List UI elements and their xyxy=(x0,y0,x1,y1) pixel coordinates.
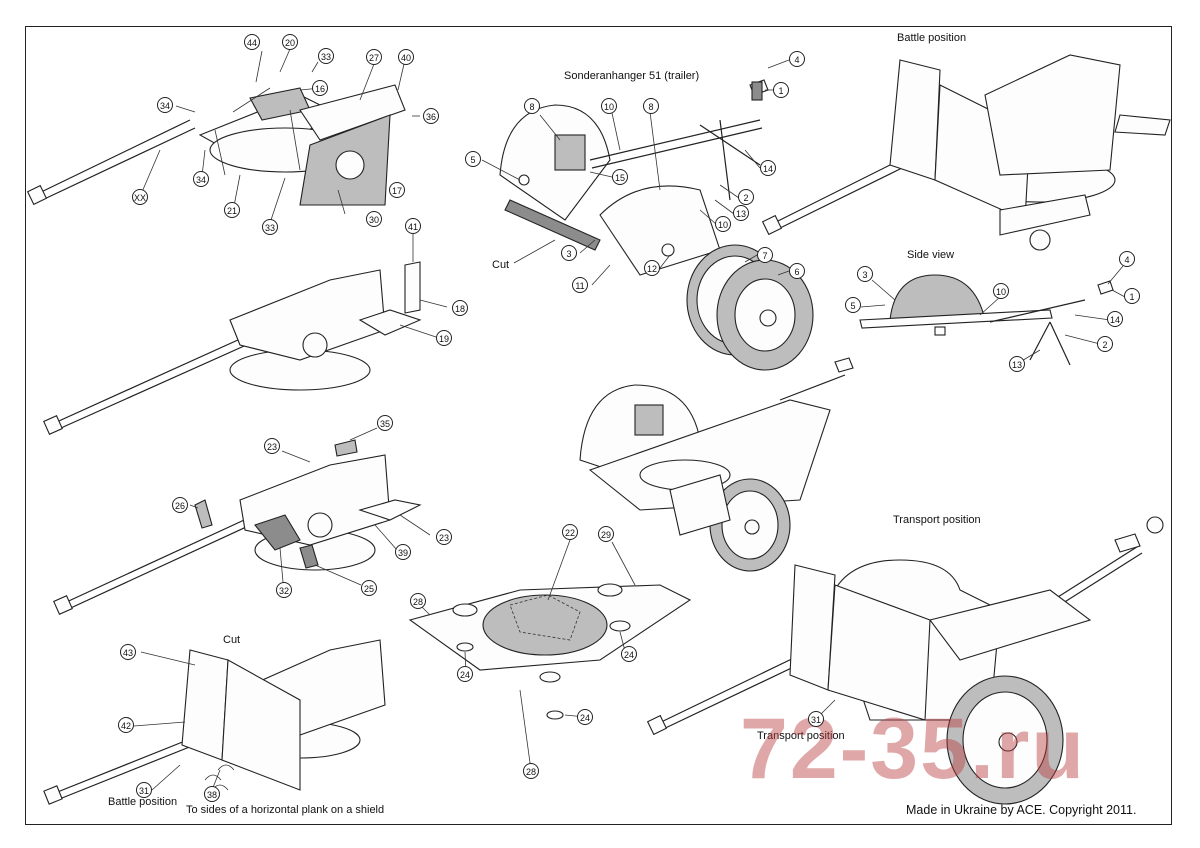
callout: 18 xyxy=(452,300,468,316)
gun-with-sight xyxy=(53,427,431,615)
gun-battle-shield xyxy=(43,639,386,805)
callout: 22 xyxy=(562,524,578,540)
callout: 33 xyxy=(262,219,278,235)
copyright-note: Made in Ukraine by ACE. Copyright 2011. xyxy=(906,803,1137,817)
gun-with-seat xyxy=(43,234,448,435)
callout: 28 xyxy=(410,593,426,609)
callout: 14 xyxy=(1107,311,1123,327)
callout: 7 xyxy=(757,247,773,263)
callout: 8 xyxy=(643,98,659,114)
callout: 26 xyxy=(172,497,188,513)
callout: 25 xyxy=(361,580,377,596)
callout: 42 xyxy=(118,717,134,733)
callout: 41 xyxy=(405,218,421,234)
callout: 1 xyxy=(1124,288,1140,304)
callout: 4 xyxy=(789,51,805,67)
callout: 30 xyxy=(366,211,382,227)
callout: 8 xyxy=(524,98,540,114)
callout: 15 xyxy=(612,169,628,185)
trailer-exploded xyxy=(481,59,814,371)
label-battle-position-bottom: Battle position xyxy=(108,796,178,808)
label-cut-trailer: Cut xyxy=(492,259,510,271)
label-side-view: Side view xyxy=(907,249,955,261)
callout: 13 xyxy=(733,205,749,221)
callout: XX xyxy=(132,189,148,205)
trailer-assembled xyxy=(579,357,854,572)
callout: 40 xyxy=(398,49,414,65)
battle-position-view xyxy=(761,54,1171,251)
base-platform xyxy=(408,539,692,771)
callout: 23 xyxy=(264,438,280,454)
callout: 28 xyxy=(523,763,539,779)
transport-position-view xyxy=(646,516,1164,805)
label-transport-position-small: Transport position xyxy=(757,730,845,742)
trailer-side-view xyxy=(859,265,1126,366)
callout: 34 xyxy=(157,97,173,113)
callout: 6 xyxy=(789,263,805,279)
callout: 43 xyxy=(120,644,136,660)
callout: 31 xyxy=(808,711,824,727)
callout: 32 xyxy=(276,582,292,598)
callout: 19 xyxy=(436,330,452,346)
callout: 2 xyxy=(1097,336,1113,352)
callout: 10 xyxy=(601,98,617,114)
callout: 24 xyxy=(621,646,637,662)
callout: 38 xyxy=(204,786,220,802)
callout: 4 xyxy=(1119,251,1135,267)
label-shield-note: To sides of a horizontal plank on a shie… xyxy=(186,804,385,816)
callout: 29 xyxy=(598,526,614,542)
callout: 21 xyxy=(224,202,240,218)
callout: 20 xyxy=(282,34,298,50)
callout: 31 xyxy=(136,782,152,798)
gun-cradle-exploded xyxy=(26,48,420,224)
callout: 3 xyxy=(561,245,577,261)
callout: 39 xyxy=(395,544,411,560)
callout: 10 xyxy=(993,283,1009,299)
callout: 2 xyxy=(738,189,754,205)
callout: 14 xyxy=(760,160,776,176)
label-battle-position-top: Battle position xyxy=(897,32,967,44)
callout: 24 xyxy=(457,666,473,682)
callout: 24 xyxy=(577,709,593,725)
callout: 36 xyxy=(423,108,439,124)
watermark-logo: 72-35.ru xyxy=(740,701,1086,797)
label-transport-position: Transport position xyxy=(893,514,981,526)
callout: 3 xyxy=(857,266,873,282)
callout: 1 xyxy=(773,82,789,98)
callout: 34 xyxy=(193,171,209,187)
callout: 5 xyxy=(465,151,481,167)
callout: 23 xyxy=(436,529,452,545)
callout: 44 xyxy=(244,34,260,50)
callout: 35 xyxy=(377,415,393,431)
callout: 12 xyxy=(644,260,660,276)
callout: 33 xyxy=(318,48,334,64)
label-cut-shield: Cut xyxy=(223,634,241,646)
callout: 17 xyxy=(389,182,405,198)
callout: 11 xyxy=(572,277,588,293)
callout: 16 xyxy=(312,80,328,96)
callout: 10 xyxy=(715,216,731,232)
label-trailer: Sonderanhanger 51 (trailer) xyxy=(564,70,700,82)
callout: 27 xyxy=(366,49,382,65)
callout: 13 xyxy=(1009,356,1025,372)
sheet-border xyxy=(25,26,1172,825)
callout: 5 xyxy=(845,297,861,313)
